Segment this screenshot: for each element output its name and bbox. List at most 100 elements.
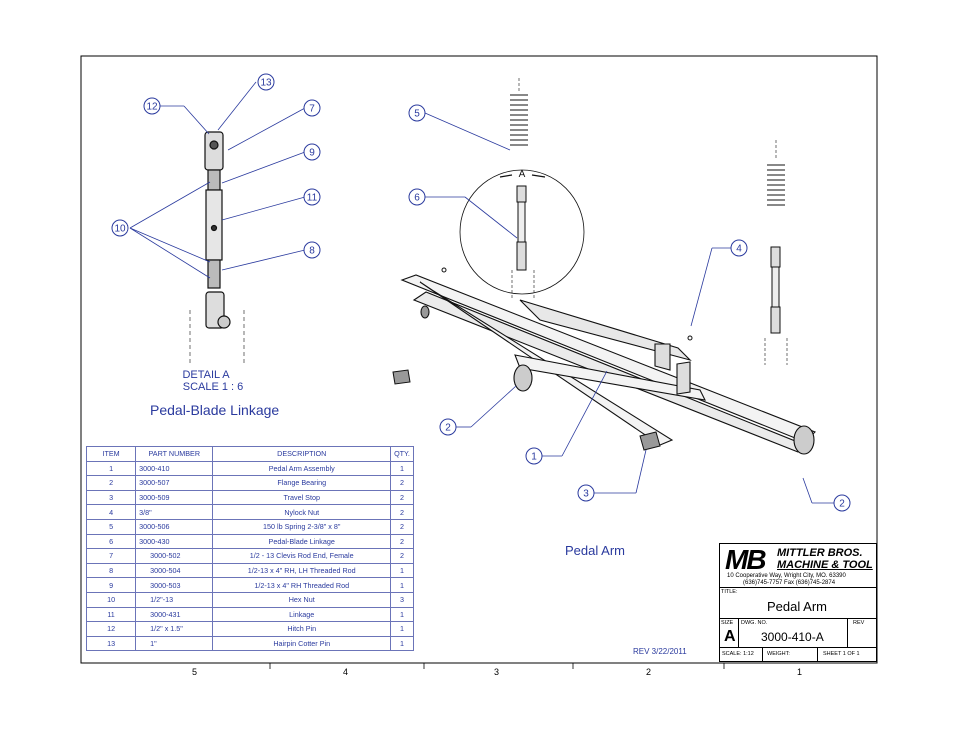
detail-leaders [129,81,306,279]
bom-part: 1" [135,635,214,652]
bom-item: 11 [85,606,137,623]
bom-qty: 1 [390,635,414,652]
bom-qty: 2 [390,504,414,520]
bom-desc: Hex Nut [212,591,392,608]
zone-ticks [269,663,725,669]
callout-9: 9 [309,148,315,159]
bom-item: 9 [85,577,137,593]
bom-header-qty: QTY. [390,446,414,462]
callout-11: 11 [307,193,318,204]
bom-desc: Hairpin Cotter Pin [212,635,392,652]
bom-desc: Nylock Nut [212,504,392,520]
bom-item: 10 [85,591,137,608]
sheet-cell [817,647,877,662]
bom-item: 1 [85,460,137,477]
pedal-arm-frame [400,274,816,455]
bom-desc: Hitch Pin [212,621,392,637]
bom-part: 3000-507 [135,475,214,491]
bom-desc: Flange Bearing [212,475,392,491]
sheet-border [80,55,878,664]
detail-title: DETAIL A [182,369,230,381]
bom-item: 4 [85,504,137,520]
size-label: SIZE [721,620,734,626]
bom-qty: 2 [390,518,414,535]
bom-qty: 1 [390,562,414,579]
bom-item: 3 [85,489,137,506]
company-address: 10 Cooperative Way, Wright City, MO. 633… [727,573,846,579]
bom-header-row: ITEM PART NUMBER DESCRIPTION QTY. [85,446,414,462]
drawing-title: Pedal Arm [767,599,827,614]
main-view-label: Pedal Arm [565,543,625,558]
bom-item: 8 [85,562,137,579]
callout-6: 6 [414,193,420,204]
detail-linkage [189,131,245,365]
bom-desc: Travel Stop [212,489,392,506]
detail-callouts: 13 12 7 9 11 10 8 [111,73,321,259]
bom-part: 3000-509 [135,489,214,506]
bom-qty: 1 [390,460,414,477]
callout-2-left: 2 [445,423,451,434]
zone-1: 1 [797,667,803,677]
bom-qty: 1 [390,621,414,637]
title-label: TITLE: [721,589,738,595]
callout-5: 5 [414,109,420,120]
bom-desc: 1/2-13 x 4" RH, LH Threaded Rod [212,562,392,579]
linkage-6-small [511,185,535,300]
size-value: A [724,628,736,645]
callout-4: 4 [736,244,742,255]
bom-qty: 1 [390,606,414,623]
bom-desc: 150 lb Spring 2-3/8" x 8" [212,518,392,535]
bom-qty: 2 [390,475,414,491]
bom-part: 3000-430 [135,533,214,550]
bom-desc: Pedal-Blade Linkage [212,533,392,550]
bom-desc: Pedal Arm Assembly [212,460,392,477]
bom-desc: 1/2 - 13 Clevis Rod End, Female [212,548,392,564]
bom-item: 6 [85,533,137,550]
bom-item: 2 [85,475,137,491]
bom-item: 5 [85,518,137,535]
bom-part: 3000-410 [135,460,214,477]
callout-13: 13 [260,78,272,89]
bom-header-part: PART NUMBER [135,446,214,462]
section-letter: A [519,169,526,180]
company-phone: (636)745-7757 Fax (636)745-2874 [743,580,836,586]
section-arrows [499,174,546,178]
main-leaders [424,112,834,504]
callout-8: 8 [309,246,315,257]
rev-label: REV [853,620,865,626]
bom-qty: 2 [390,489,414,506]
callout-2-right: 2 [839,499,845,510]
callout-10: 10 [114,224,126,235]
bom-part: 3000-504 [135,562,214,579]
detail-scale: SCALE 1 : 6 [182,381,244,393]
scale-value: SCALE: 1:12 [722,651,754,657]
company-logo: MB [725,544,767,575]
company-line1: MITTLER BROS. [777,547,863,559]
spring-linkage-right [764,140,788,365]
title-block: MB MITTLER BROS. MACHINE & TOOL 10 Coope… [719,543,877,663]
bom-desc: Linkage [212,606,392,623]
bom-qty: 1 [390,577,414,593]
detail-circle-a [459,169,585,295]
dwg-number: 3000-410-A [761,630,824,644]
detail-name: Pedal-Blade Linkage [150,402,280,418]
bom-part: 3000-503 [135,577,214,593]
callout-3: 3 [583,489,589,500]
bom-part: 3/8" [135,504,214,520]
bom-part: 3000-506 [135,518,214,535]
bom-item: 7 [85,548,137,564]
company-line2: MACHINE & TOOL [777,559,873,571]
bom-qty: 2 [390,548,414,564]
